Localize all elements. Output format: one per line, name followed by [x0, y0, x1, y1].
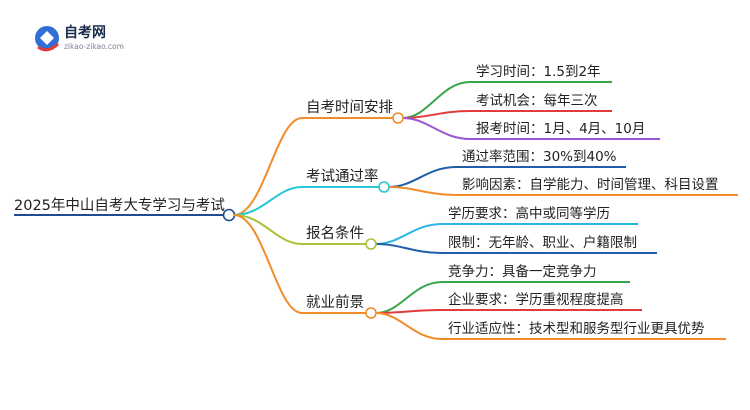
- root-node-dot: [222, 208, 236, 222]
- leaf-label: 通过率范围：30%到40%: [462, 148, 617, 165]
- branch-connector: [233, 214, 303, 245]
- branch-4[interactable]: 就业前景: [233, 214, 377, 319]
- branch-label: 就业前景: [306, 294, 364, 311]
- leaf-connector: [402, 117, 471, 140]
- leaf-label: 限制：无年龄、职业、户籍限制: [448, 234, 637, 251]
- leaf-connector: [402, 110, 471, 119]
- branch-connector: [233, 117, 303, 216]
- branch-2[interactable]: 考试通过率: [233, 168, 390, 216]
- logo-swoosh-icon: [37, 42, 60, 52]
- branch-node-dot: [365, 307, 377, 319]
- leaf-label: 学习时间：1.5到2年: [476, 64, 601, 80]
- root-node[interactable]: 2025年中山自考大专学习与考试: [14, 197, 236, 222]
- leaf-label: 企业要求：学历重视程度提高: [448, 291, 624, 308]
- leaf-3-1[interactable]: 学历要求：高中或同等学历: [375, 205, 638, 245]
- branch-label: 自考时间安排: [306, 99, 393, 116]
- logo-title: 自考网: [64, 24, 106, 41]
- site-logo[interactable]: 自考网 zikao-zikao.com: [35, 24, 124, 52]
- leaf-connector: [402, 81, 471, 119]
- branch-label: 考试通过率: [306, 168, 379, 185]
- branch-3[interactable]: 报名条件: [233, 214, 377, 250]
- leaf-connector: [375, 243, 443, 254]
- root-label: 2025年中山自考大专学习与考试: [14, 197, 225, 214]
- branch-node-dot: [378, 181, 390, 193]
- leaf-label: 竞争力：具备一定竞争力: [448, 263, 597, 280]
- leaf-1-1[interactable]: 学习时间：1.5到2年: [402, 64, 612, 119]
- leaf-connector: [375, 281, 443, 314]
- leaf-4-3[interactable]: 行业适应性：技术型和服务型行业更具优势: [375, 312, 726, 340]
- leaf-2-2[interactable]: 影响因素：自学能力、时间管理、科目设置: [388, 177, 738, 196]
- leaf-label: 报考时间：1月、4月、10月: [476, 121, 645, 137]
- branch-label: 报名条件: [306, 225, 364, 242]
- leaf-4-2[interactable]: 企业要求：学历重视程度提高: [375, 291, 642, 314]
- leaf-1-2[interactable]: 考试机会：每年三次: [402, 93, 612, 119]
- branch-1[interactable]: 自考时间安排: [233, 99, 404, 216]
- leaf-label: 学历要求：高中或同等学历: [448, 205, 610, 222]
- leaf-connector: [375, 312, 443, 340]
- branch-connector: [233, 186, 303, 216]
- logo-diamond-icon: [40, 31, 54, 45]
- leaf-label: 考试机会：每年三次: [476, 93, 598, 109]
- leaf-connector: [375, 223, 443, 245]
- logo-subtitle: zikao-zikao.com: [64, 42, 124, 51]
- leaf-connector: [388, 166, 457, 188]
- leaf-3-2[interactable]: 限制：无年龄、职业、户籍限制: [375, 234, 657, 254]
- leaf-label: 影响因素：自学能力、时间管理、科目设置: [462, 177, 719, 193]
- leaf-2-1[interactable]: 通过率范围：30%到40%: [388, 148, 626, 188]
- leaf-1-3[interactable]: 报考时间：1月、4月、10月: [402, 117, 660, 140]
- branch-connector: [233, 214, 303, 314]
- leaf-connector: [388, 186, 457, 196]
- branch-node-dot: [392, 112, 404, 124]
- leaf-label: 行业适应性：技术型和服务型行业更具优势: [448, 320, 705, 337]
- branch-node-dot: [365, 238, 377, 250]
